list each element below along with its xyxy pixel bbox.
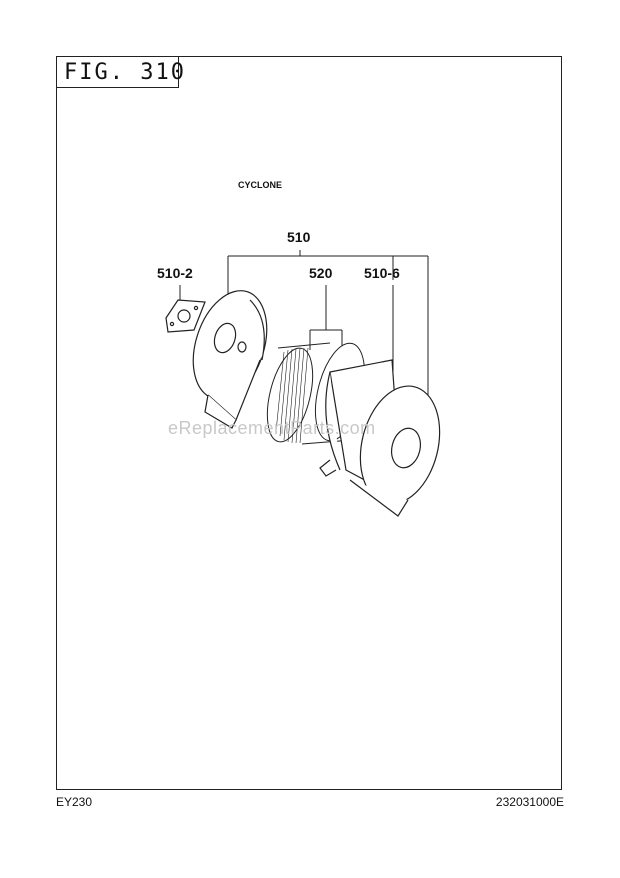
cyclone-back-plate — [192, 290, 268, 429]
figure-label: FIG. 310 — [64, 60, 186, 85]
drawing-code: 232031000E — [495, 795, 564, 809]
callout-520: 520 — [309, 265, 333, 281]
figure-frame — [56, 56, 562, 790]
diagram-subtitle: CYCLONE — [238, 180, 283, 190]
model-number: EY230 — [56, 795, 93, 809]
watermark: eReplacementParts.com — [168, 418, 376, 438]
callout-510-6: 510-6 — [364, 265, 400, 281]
cyclone-cover-part — [319, 359, 441, 517]
callout-510-2: 510-2 — [157, 265, 193, 281]
callout-510: 510 — [287, 229, 311, 245]
figure-label-box — [57, 57, 179, 88]
gasket-part — [165, 299, 206, 333]
